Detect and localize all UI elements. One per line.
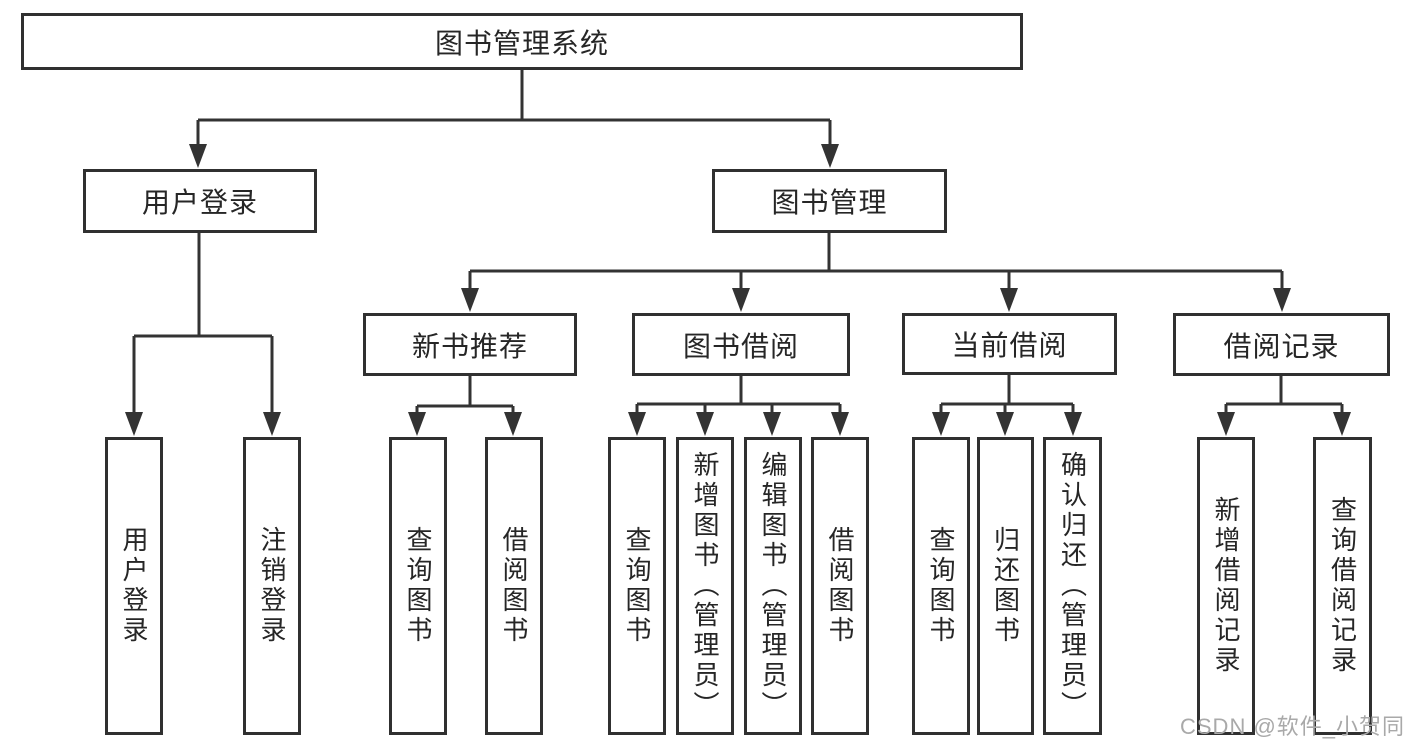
node-label: 新增借阅记录 bbox=[1211, 496, 1241, 676]
arrow-down-icon bbox=[1273, 288, 1291, 312]
node-label: 图书管理系统 bbox=[434, 27, 609, 59]
arrow-down-icon bbox=[263, 412, 281, 436]
node-label: 图书管理 bbox=[771, 187, 888, 218]
node-label: 查询图书 bbox=[403, 526, 433, 646]
connector-path bbox=[939, 375, 1075, 414]
arrow-down-icon bbox=[628, 412, 646, 436]
node-label: 借阅图书 bbox=[825, 526, 855, 646]
node-leaf-add-borrow-record: 新增借阅记录 bbox=[1197, 437, 1255, 735]
arrow-down-icon bbox=[1000, 288, 1018, 312]
node-leaf-query-books-3: 查询图书 bbox=[912, 437, 970, 735]
node-book-management: 图书管理 bbox=[712, 169, 947, 233]
node-label: 用户登录 bbox=[141, 187, 258, 218]
node-label: 借阅记录 bbox=[1223, 330, 1340, 362]
node-book-management-system: 图书管理系统 bbox=[21, 13, 1023, 70]
node-leaf-user-login: 用户登录 bbox=[105, 437, 163, 735]
node-leaf-query-borrow-record: 查询借阅记录 bbox=[1313, 437, 1372, 735]
arrow-down-icon bbox=[932, 412, 950, 436]
node-new-book-recommend: 新书推荐 bbox=[363, 313, 577, 376]
node-leaf-edit-books-admin: 编辑图书（管理员） bbox=[744, 437, 802, 735]
connector-path bbox=[132, 233, 274, 414]
connector-path bbox=[415, 376, 515, 414]
connector-path bbox=[196, 70, 832, 146]
node-label: 查询图书 bbox=[622, 526, 652, 646]
node-label: 查询借阅记录 bbox=[1327, 496, 1358, 676]
node-label: 编辑图书（管理员） bbox=[758, 451, 788, 721]
arrow-down-icon bbox=[763, 412, 781, 436]
node-leaf-query-books-2: 查询图书 bbox=[608, 437, 666, 735]
connector-path bbox=[1224, 376, 1344, 414]
arrow-down-icon bbox=[504, 412, 522, 436]
arrow-down-icon bbox=[696, 412, 714, 436]
arrow-down-icon bbox=[1333, 412, 1351, 436]
node-borrowing-records: 借阅记录 bbox=[1173, 313, 1390, 376]
node-leaf-borrow-books-2: 借阅图书 bbox=[811, 437, 869, 735]
arrow-down-icon bbox=[189, 144, 207, 168]
arrow-down-icon bbox=[1064, 412, 1082, 436]
node-label: 注销登录 bbox=[257, 526, 287, 646]
node-leaf-query-books-1: 查询图书 bbox=[389, 437, 447, 735]
arrowhead-icons bbox=[125, 144, 1351, 436]
node-label: 借阅图书 bbox=[499, 526, 529, 646]
node-label: 归还图书 bbox=[990, 526, 1021, 646]
node-leaf-add-books-admin: 新增图书（管理员） bbox=[676, 437, 734, 735]
node-leaf-return-books: 归还图书 bbox=[977, 437, 1034, 735]
connector-path bbox=[635, 376, 842, 414]
arrow-down-icon bbox=[125, 412, 143, 436]
arrow-down-icon bbox=[996, 412, 1014, 436]
node-user-login: 用户登录 bbox=[83, 169, 317, 233]
node-book-borrowing: 图书借阅 bbox=[632, 313, 850, 376]
node-label: 用户登录 bbox=[119, 526, 149, 646]
node-label: 新增图书（管理员） bbox=[690, 451, 720, 721]
arrow-down-icon bbox=[461, 288, 479, 312]
arrow-down-icon bbox=[408, 412, 426, 436]
node-label: 当前借阅 bbox=[951, 330, 1068, 361]
node-leaf-logout: 注销登录 bbox=[243, 437, 301, 735]
node-label: 新书推荐 bbox=[411, 330, 528, 362]
node-leaf-borrow-books-1: 借阅图书 bbox=[485, 437, 543, 735]
csdn-watermark: CSDN @软件_小贺同学 bbox=[1180, 714, 1405, 739]
node-label: 查询图书 bbox=[926, 526, 956, 646]
node-leaf-confirm-return-admin: 确认归还（管理员） bbox=[1043, 437, 1102, 735]
node-current-borrowing: 当前借阅 bbox=[902, 313, 1117, 375]
node-label: 图书借阅 bbox=[682, 330, 799, 362]
arrow-down-icon bbox=[732, 288, 750, 312]
arrow-down-icon bbox=[831, 412, 849, 436]
connector-path bbox=[468, 233, 1284, 290]
arrow-down-icon bbox=[821, 144, 839, 168]
arrow-down-icon bbox=[1217, 412, 1235, 436]
node-label: 确认归还（管理员） bbox=[1057, 451, 1088, 721]
